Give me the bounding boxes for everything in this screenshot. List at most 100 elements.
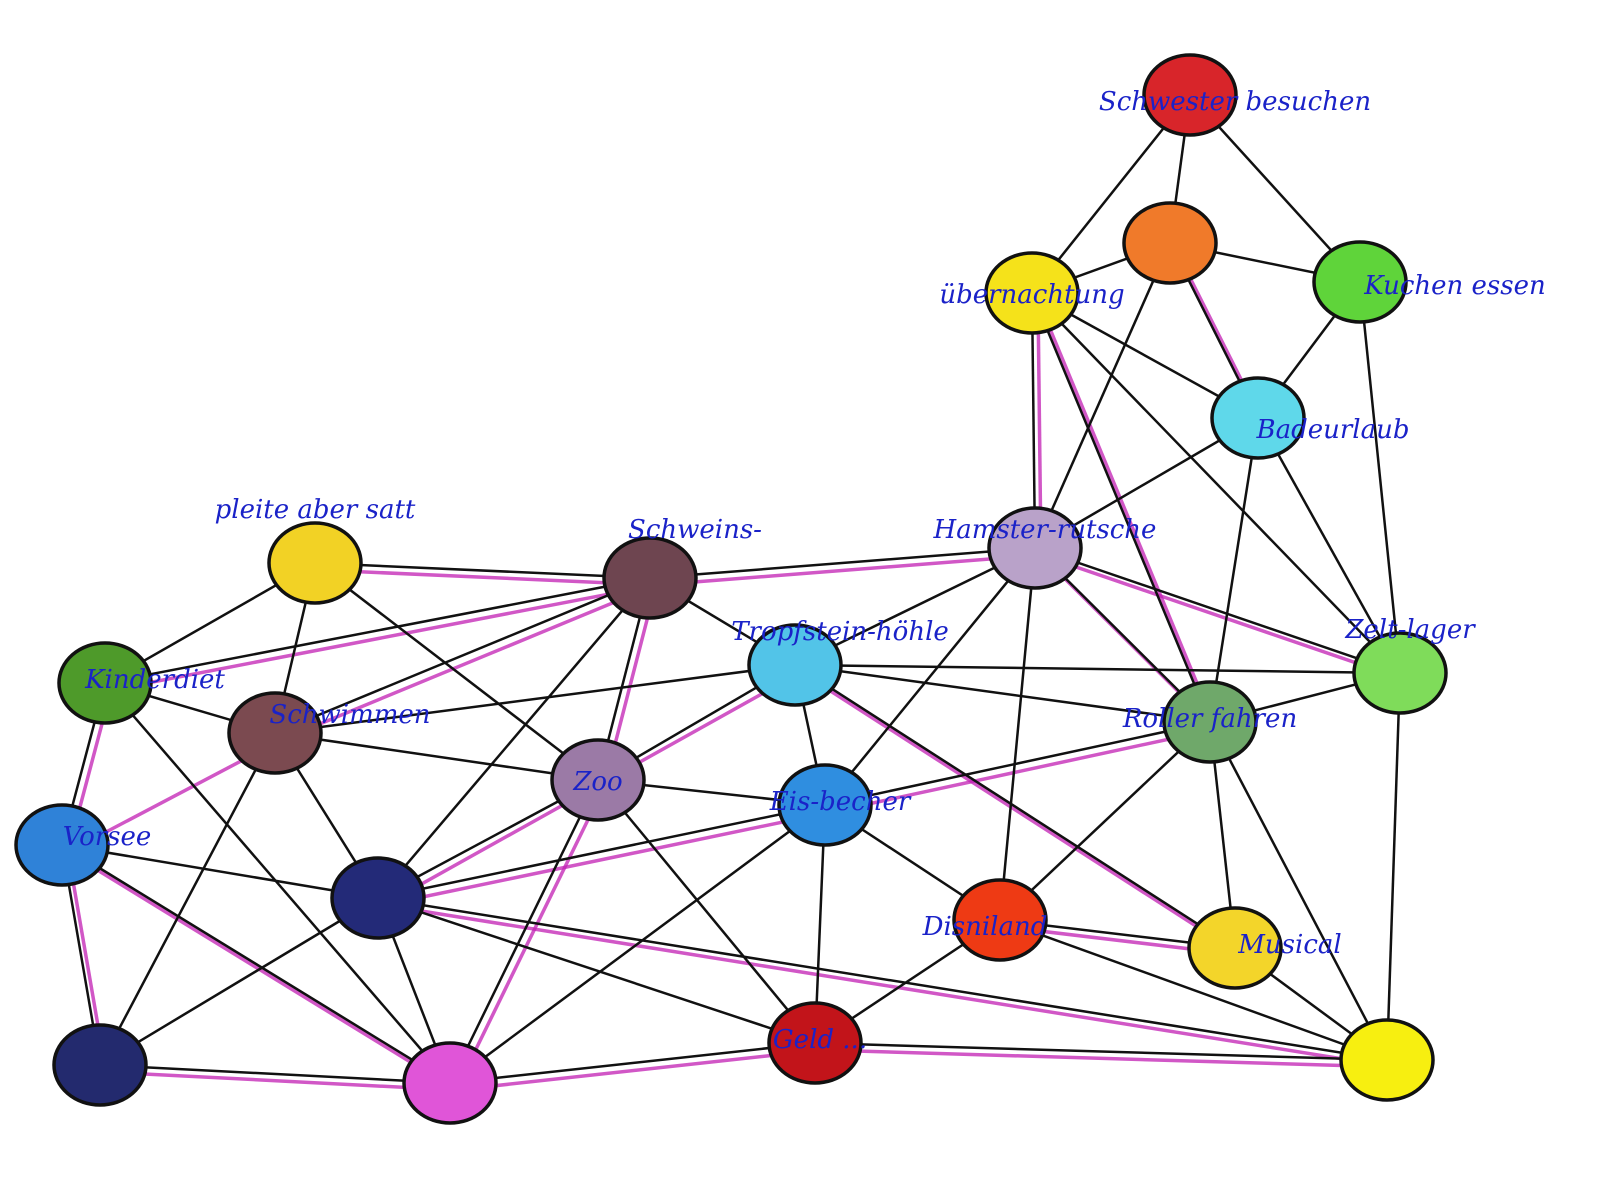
node-n19[interactable]: Kinderdiet — [57, 641, 225, 725]
secondary-edges — [66, 249, 1407, 1092]
node-label: Kuchen essen — [1363, 271, 1546, 301]
node-n17[interactable] — [330, 856, 426, 940]
node-label: Schweins- — [628, 515, 762, 545]
node-label: Schwimmen — [269, 700, 430, 730]
node-n21[interactable]: pleite aber satt — [215, 495, 416, 605]
node-n13[interactable] — [1339, 1018, 1435, 1102]
secondary-edge — [105, 1070, 457, 1092]
node-label: Zelt-lager — [1344, 615, 1476, 645]
node-n9[interactable]: Roller fahren — [1122, 680, 1297, 764]
node-circle — [767, 1001, 863, 1085]
secondary-edge — [655, 553, 1042, 587]
node-n18[interactable]: Vorsee — [14, 803, 152, 887]
node-n8[interactable]: Tropfstein-höhle — [731, 617, 949, 707]
node-circle — [227, 691, 323, 775]
secondary-edge — [830, 727, 1217, 814]
node-circle — [1142, 53, 1238, 137]
edge-n8-n12 — [794, 663, 1236, 950]
node-n15[interactable] — [402, 1041, 498, 1125]
node-circle — [1187, 906, 1283, 990]
secondary-edge — [67, 850, 457, 1092]
node-circle — [1312, 240, 1408, 324]
node-circle — [1162, 680, 1258, 764]
node-circle — [402, 1041, 498, 1125]
node-label: Disniland — [922, 912, 1048, 942]
node-n16[interactable] — [52, 1023, 148, 1107]
edge-n21-n22 — [314, 561, 651, 580]
node-circle — [57, 641, 153, 725]
edge-n10-n17 — [377, 803, 826, 900]
edge-n7-n8 — [794, 663, 1401, 675]
node-label: Musical — [1237, 930, 1341, 960]
edge-n14-n17 — [377, 896, 816, 1045]
node-n10[interactable]: Eis-becher — [769, 763, 912, 847]
node-n1[interactable]: Schwester besuchen — [1099, 53, 1371, 137]
edge-n6-n11 — [998, 547, 1037, 921]
edge-n11-n13 — [999, 918, 1388, 1062]
node-n6[interactable]: Hamster-rutsche — [933, 506, 1157, 590]
node-n23[interactable]: Zoo — [550, 738, 646, 822]
nodes: Schwester besuchen übernachtung Kuchen ess… — [14, 53, 1546, 1125]
edge-n17-n22 — [377, 577, 651, 899]
node-label: Schwester besuchen — [1099, 87, 1371, 117]
edge-n14-n15 — [449, 1041, 816, 1085]
secondary-edge — [1036, 299, 1218, 730]
node-label: pleite aber satt — [215, 495, 416, 525]
node-n11[interactable]: Disniland — [922, 878, 1048, 962]
node-circle — [952, 878, 1048, 962]
secondary-edge — [800, 670, 1242, 957]
edge-n9-n11 — [999, 721, 1211, 921]
secondary-edge — [383, 903, 1394, 1069]
node-n7[interactable]: Zelt-lager — [1344, 615, 1476, 715]
edge-n10-n15 — [449, 803, 826, 1085]
edge-n20-n22 — [274, 576, 651, 735]
edge-n5-n9 — [1208, 417, 1260, 723]
edge-n19-n22 — [104, 576, 651, 685]
edge-n9-n13 — [1208, 721, 1389, 1061]
secondary-edge — [383, 810, 832, 907]
node-label: Geld ... — [773, 1025, 867, 1055]
node-circle — [1339, 1018, 1435, 1102]
node-n5[interactable]: Badeurlaub — [1210, 376, 1410, 460]
node-circle — [747, 623, 843, 707]
node-circle — [777, 763, 873, 847]
edge-n17-n18 — [61, 843, 379, 900]
edge-n13-n17 — [377, 896, 1388, 1062]
node-n3[interactable]: übernachtung — [939, 251, 1125, 335]
node-n20[interactable]: Schwimmen — [227, 691, 431, 775]
node-label: Zoo — [572, 767, 622, 797]
node-label: Tropfstein-höhle — [731, 617, 949, 647]
edge-n3-n6 — [1030, 292, 1037, 549]
edge-n7-n13 — [1385, 672, 1402, 1061]
edge-n21-n23 — [314, 562, 599, 781]
edge-n6-n22 — [649, 546, 1036, 580]
secondary-edge — [110, 583, 657, 692]
node-label: Vorsee — [63, 822, 152, 852]
node-label: Hamster-rutsche — [933, 515, 1157, 545]
edge-n13-n14 — [814, 1041, 1388, 1062]
node-label: Badeurlaub — [1255, 415, 1409, 445]
node-circle — [330, 856, 426, 940]
node-circle — [267, 521, 363, 605]
node-label: Roller fahren — [1122, 704, 1297, 734]
node-n12[interactable]: Musical — [1187, 906, 1342, 990]
secondary-edge — [280, 583, 657, 742]
edge-n15-n23 — [448, 779, 600, 1084]
edge-n4-n7 — [1358, 281, 1402, 674]
edge-n8-n20 — [274, 663, 796, 735]
edge-n15-n16 — [99, 1063, 451, 1085]
node-circle — [1210, 376, 1306, 460]
node-circle — [550, 738, 646, 822]
node-label: übernachtung — [939, 280, 1124, 310]
edge-n16-n17 — [99, 896, 379, 1067]
edge-n2-n6 — [1033, 242, 1172, 549]
node-circle — [52, 1023, 148, 1107]
edge-n3-n7 — [1031, 292, 1401, 674]
node-n14[interactable]: Geld ... — [767, 1001, 867, 1085]
node-n2[interactable] — [1122, 201, 1218, 285]
node-n4[interactable]: Kuchen essen — [1312, 240, 1546, 324]
secondary-edge — [454, 786, 606, 1091]
node-n22[interactable]: Schweins- — [602, 515, 762, 620]
